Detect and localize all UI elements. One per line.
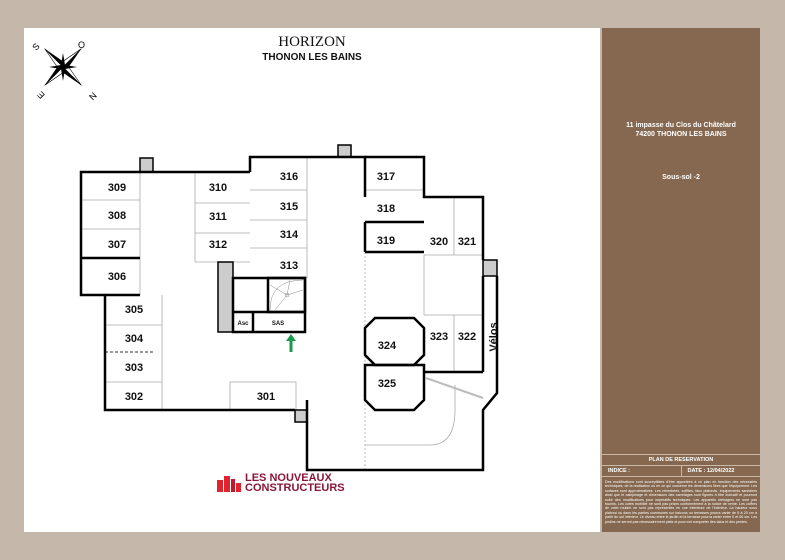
parking-spot-306: 306	[108, 271, 126, 283]
parking-spot-301: 301	[257, 391, 275, 403]
parking-spot-305: 305	[125, 304, 143, 316]
address: 11 impasse du Clos du Châtelard 74200 TH…	[602, 121, 760, 139]
parking-spot-310: 310	[209, 182, 227, 194]
airlock-label: SAS	[272, 321, 284, 327]
parking-spot-315: 315	[280, 201, 298, 213]
address-line1: 11 impasse du Clos du Châtelard	[626, 122, 736, 129]
parking-spot-312: 312	[209, 239, 227, 251]
level-label: Sous-sol -2	[662, 174, 700, 181]
parking-spot-303: 303	[125, 362, 143, 374]
disclaimer-text: Des modifications sont susceptibles d'êt…	[605, 480, 757, 524]
parking-spot-320: 320	[430, 236, 448, 248]
parking-spot-314: 314	[280, 229, 299, 241]
parking-spot-319: 319	[377, 235, 395, 247]
compass-north: N	[87, 90, 99, 102]
logo-line1: LES NOUVEAUX	[245, 472, 332, 484]
parking-spot-308: 308	[108, 210, 126, 222]
parking-spot-316: 316	[280, 171, 298, 183]
parking-spot-322: 322	[458, 331, 476, 343]
compass-rose-icon: S O E N	[30, 40, 99, 102]
parking-spot-311: 311	[209, 211, 227, 223]
parking-spot-317: 317	[377, 171, 395, 183]
project-title: HORIZON	[278, 34, 346, 50]
parking-spot-321: 321	[458, 236, 476, 248]
entry-arrow-icon	[286, 334, 296, 352]
logo-line2: CONSTRUCTEURS	[245, 482, 345, 494]
parking-spot-302: 302	[125, 391, 143, 403]
parking-spot-318: 318	[377, 203, 395, 215]
parking-spot-313: 313	[280, 260, 298, 272]
parking-spot-325: 325	[378, 378, 396, 390]
compass-east: E	[35, 89, 46, 100]
info-sidebar: 11 impasse du Clos du Châtelard 74200 TH…	[602, 28, 760, 532]
logo-mark-icon	[217, 476, 241, 492]
compass-south: S	[30, 41, 41, 52]
date-label: DATE : 12/04/2022	[687, 468, 735, 474]
parking-spot-323: 323	[430, 331, 448, 343]
index-label: INDICE :	[602, 466, 682, 476]
parking-spot-309: 309	[108, 182, 126, 194]
reservation-title: PLAN DE RESERVATION	[602, 455, 760, 466]
parking-spot-304: 304	[125, 333, 144, 345]
parking-spot-324: 324	[378, 340, 397, 352]
compass-west: O	[78, 40, 85, 50]
address-line2: 74200 THONON LES BAINS	[635, 131, 727, 138]
bike-storage-label: Vélos	[488, 322, 500, 351]
plan-sheet: HORIZON THONON LES BAINS	[24, 28, 600, 532]
company-logo: LES NOUVEAUX CONSTRUCTEURS	[217, 472, 345, 494]
elevator-label: Asc	[237, 321, 249, 327]
staircase-icon	[269, 279, 304, 311]
reservation-block: PLAN DE RESERVATION INDICE : DATE : 12/0…	[602, 454, 760, 527]
parking-spot-307: 307	[108, 239, 126, 251]
project-city: THONON LES BAINS	[262, 52, 362, 63]
